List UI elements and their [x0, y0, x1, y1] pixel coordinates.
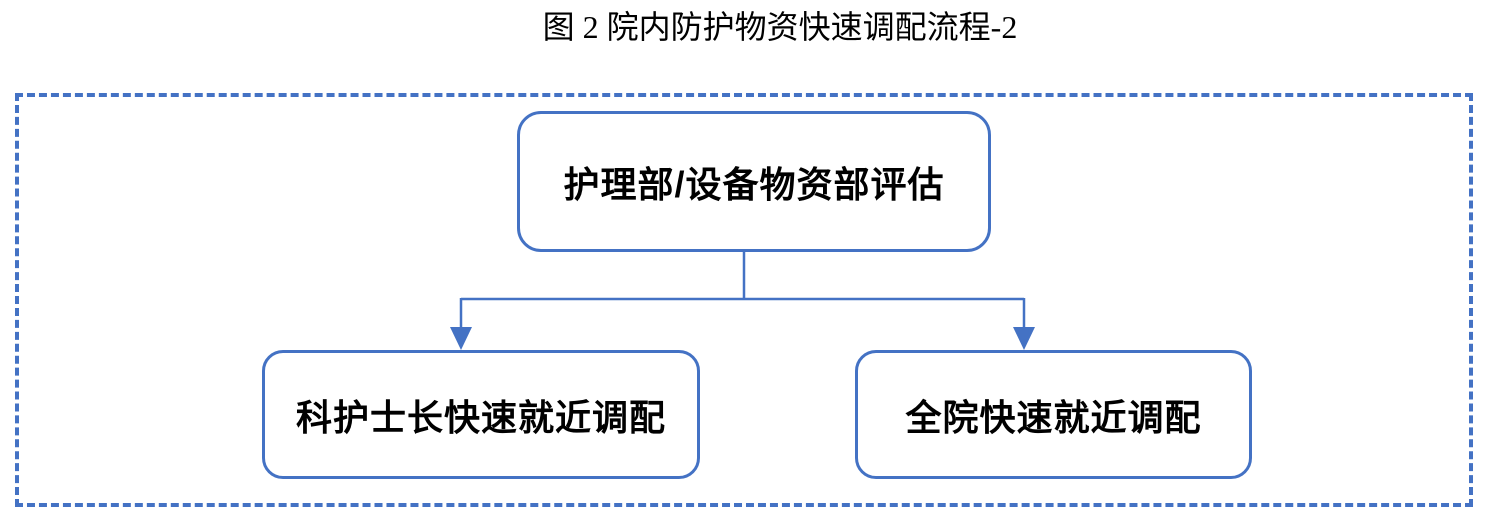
node-root: 护理部/设备物资部评估	[517, 111, 991, 252]
node-right: 全院快速就近调配	[855, 350, 1252, 479]
node-root-label: 护理部/设备物资部评估	[563, 163, 945, 205]
flowchart-frame	[15, 93, 1473, 507]
node-right-label: 全院快速就近调配	[905, 396, 1202, 438]
arrowhead-left-icon	[450, 327, 472, 350]
node-left-label: 科护士长快速就近调配	[295, 396, 666, 438]
figure-title: 图 2 院内防护物资快速调配流程-2	[542, 9, 1018, 45]
arrowhead-right-icon	[1013, 327, 1035, 350]
node-left: 科护士长快速就近调配	[262, 350, 700, 479]
